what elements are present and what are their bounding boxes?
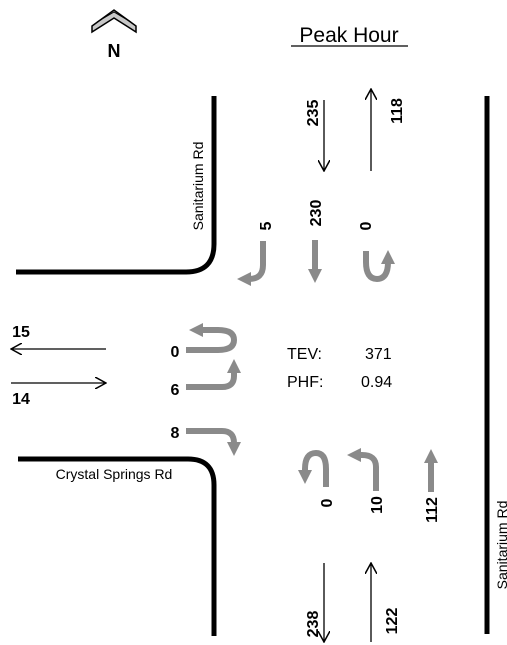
eb-uturn-arrow	[186, 323, 238, 353]
west-inbound-volume: 14	[12, 391, 30, 408]
eb-left-volume: 6	[171, 382, 180, 399]
eb-right-turn-arrow	[186, 428, 241, 456]
south-inbound-volume: 122	[384, 608, 401, 635]
curb-northwest	[16, 96, 217, 275]
phf-label: PHF:	[287, 374, 323, 391]
tev-value: 371	[365, 346, 392, 363]
nb-through-volume: 112	[424, 497, 441, 523]
north-label: N	[108, 41, 121, 61]
sb-uturn-volume: 0	[358, 221, 375, 230]
north-outbound-volume: 118	[389, 98, 406, 124]
phf-value: 0.94	[361, 374, 392, 391]
south-outbound-volume: 238	[305, 611, 322, 638]
sb-uturn-arrow	[363, 250, 395, 283]
nb-uturn-arrow	[298, 449, 329, 487]
tev-label: TEV:	[287, 346, 322, 363]
nb-left-volume: 10	[369, 496, 386, 514]
street-label-crystal-springs: Crystal Springs Rd	[56, 466, 173, 482]
nb-left-turn-arrow	[347, 448, 379, 491]
eb-right-volume: 8	[171, 425, 180, 442]
eb-uturn-volume: 0	[171, 344, 180, 361]
sb-left-volume: 5	[258, 221, 275, 230]
page-title: Peak Hour	[299, 24, 398, 47]
street-label-sanitarium-west: Sanitarium Rd	[190, 142, 206, 231]
north-inbound-volume: 235	[305, 100, 322, 127]
west-outbound-volume: 15	[12, 324, 30, 341]
street-label-sanitarium-east: Sanitarium Rd	[494, 501, 507, 590]
curb-southwest	[18, 456, 217, 636]
eb-left-turn-arrow	[186, 359, 241, 390]
sb-left-turn-arrow	[237, 241, 266, 286]
nb-uturn-volume: 0	[319, 498, 336, 507]
sb-through-volume: 230	[308, 200, 325, 227]
north-arrow-icon	[91, 9, 137, 34]
